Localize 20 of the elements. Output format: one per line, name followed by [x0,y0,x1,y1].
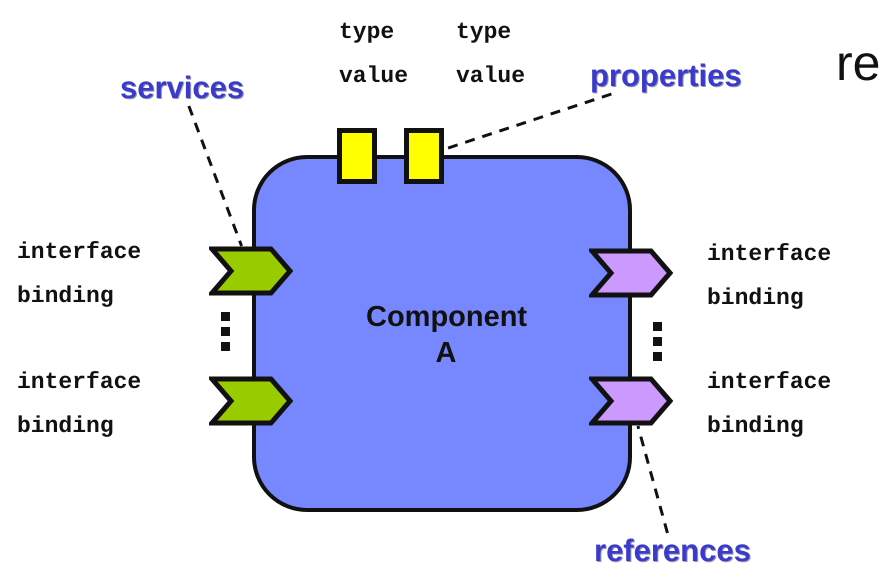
property-type-value: type value [456,18,526,91]
port-chevron [589,376,673,426]
leader-line [636,426,669,534]
port-chevron [209,376,293,426]
heading-text: re [836,34,880,92]
component-name: Component A [365,300,528,371]
property-type-value: type value [339,18,410,91]
leader-line [187,105,243,247]
property-box [337,128,377,184]
port-chevron [209,246,293,296]
callout-label: references [594,533,751,569]
port-chevron [589,248,673,298]
callout-label: properties [590,58,742,94]
interface-binding-text: interface binding [17,368,142,441]
interface-binding-text: interface binding [17,238,142,311]
property-box [404,128,444,184]
callout-label: services [120,70,244,106]
component-box [252,155,632,512]
interface-binding-text: interface binding [707,368,832,441]
interface-binding-text: interface binding [707,240,832,313]
